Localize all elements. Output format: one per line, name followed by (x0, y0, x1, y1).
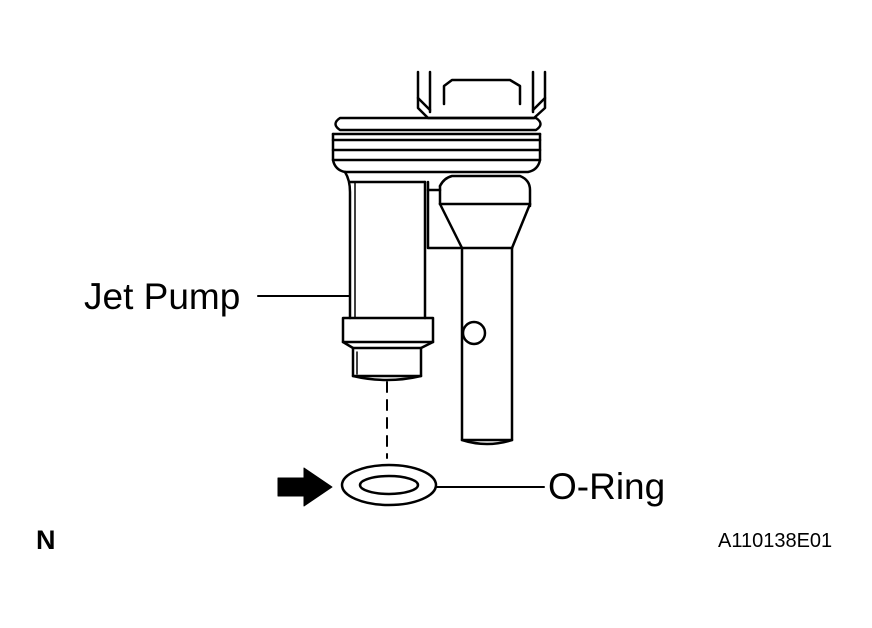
figure-code: A110138E01 (718, 530, 833, 552)
jet-pump-label: Jet Pump (84, 276, 241, 317)
corner-mark: N (36, 525, 56, 555)
arrow-icon (277, 467, 333, 507)
o-ring-label: O-Ring (548, 466, 666, 507)
mounting-flange (331, 116, 542, 174)
jet-pump-nozzle (341, 316, 435, 382)
top-connector (416, 70, 547, 120)
jet-pump-body (343, 170, 462, 320)
o-ring-part (340, 463, 438, 507)
suction-tube (438, 174, 532, 446)
